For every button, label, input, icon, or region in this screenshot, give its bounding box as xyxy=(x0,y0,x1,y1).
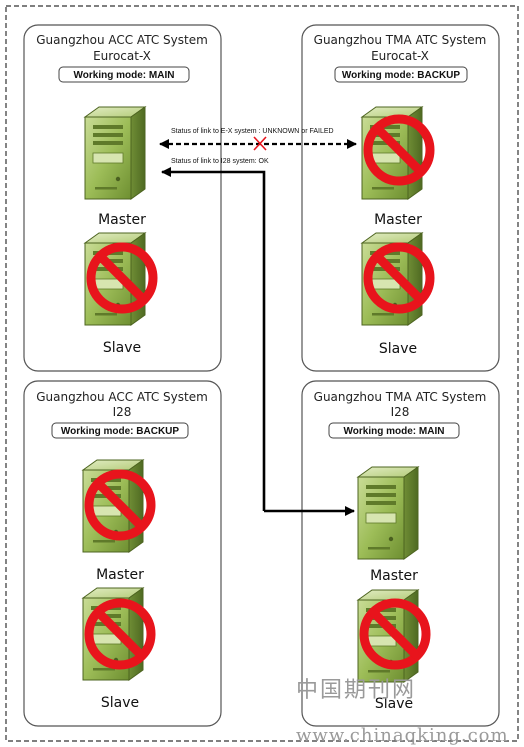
watermark-url: www.chinaqking.com xyxy=(296,725,509,746)
master-label: Master xyxy=(96,567,144,583)
panel-title: Guangzhou TMA ATC System xyxy=(314,390,487,404)
master-server-icon xyxy=(357,466,419,560)
master-server-icon xyxy=(84,106,146,200)
panel-subtitle: Eurocat-X xyxy=(93,49,151,63)
watermark-cn: 中国期刊网 xyxy=(296,678,416,703)
slave-label: Slave xyxy=(375,696,413,712)
panel-title: Guangzhou ACC ATC System xyxy=(36,33,208,47)
panel-subtitle: I28 xyxy=(113,405,132,419)
outer-frame xyxy=(5,5,519,742)
slave-node xyxy=(84,232,153,326)
panel-title: Guangzhou ACC ATC System xyxy=(36,390,208,404)
slave-label: Slave xyxy=(101,695,139,711)
panel-subtitle: I28 xyxy=(391,405,410,419)
ex-link: Status of link to E-X system : UNKNOWN o… xyxy=(159,128,357,151)
slave-node xyxy=(361,232,430,326)
slave-node xyxy=(357,589,426,683)
slave-label: Slave xyxy=(103,340,141,356)
panel-tma-i28: Guangzhou TMA ATC System I28 Working mod… xyxy=(301,380,500,727)
panel-tma-eurocat: Guangzhou TMA ATC System Eurocat-X Worki… xyxy=(301,24,500,372)
master-label: Master xyxy=(370,568,418,584)
working-mode-badge: Working mode: BACKUP xyxy=(342,70,460,81)
ex-link-label: Status of link to E-X system : UNKNOWN o… xyxy=(171,128,334,135)
panel-subtitle: Eurocat-X xyxy=(371,49,429,63)
slave-node xyxy=(82,587,151,681)
i28-link-line-up xyxy=(161,167,266,511)
panel-acc-eurocat: Guangzhou ACC ATC System Eurocat-X Worki… xyxy=(23,24,222,372)
red-x-icon xyxy=(253,136,267,151)
i28-link: Status of link to I28 system: OK xyxy=(161,158,355,516)
working-mode-badge: Working mode: BACKUP xyxy=(61,426,179,437)
panel-title: Guangzhou TMA ATC System xyxy=(314,33,487,47)
master-label: Master xyxy=(374,212,422,228)
master-label: Master xyxy=(98,212,146,228)
panel-acc-i28: Guangzhou ACC ATC System I28 Working mod… xyxy=(23,380,222,727)
working-mode-badge: Working mode: MAIN xyxy=(344,426,445,437)
i28-link-label: Status of link to I28 system: OK xyxy=(171,158,269,165)
master-node xyxy=(361,106,430,200)
slave-label: Slave xyxy=(379,341,417,357)
master-node xyxy=(82,459,151,553)
working-mode-badge: Working mode: MAIN xyxy=(74,70,175,81)
